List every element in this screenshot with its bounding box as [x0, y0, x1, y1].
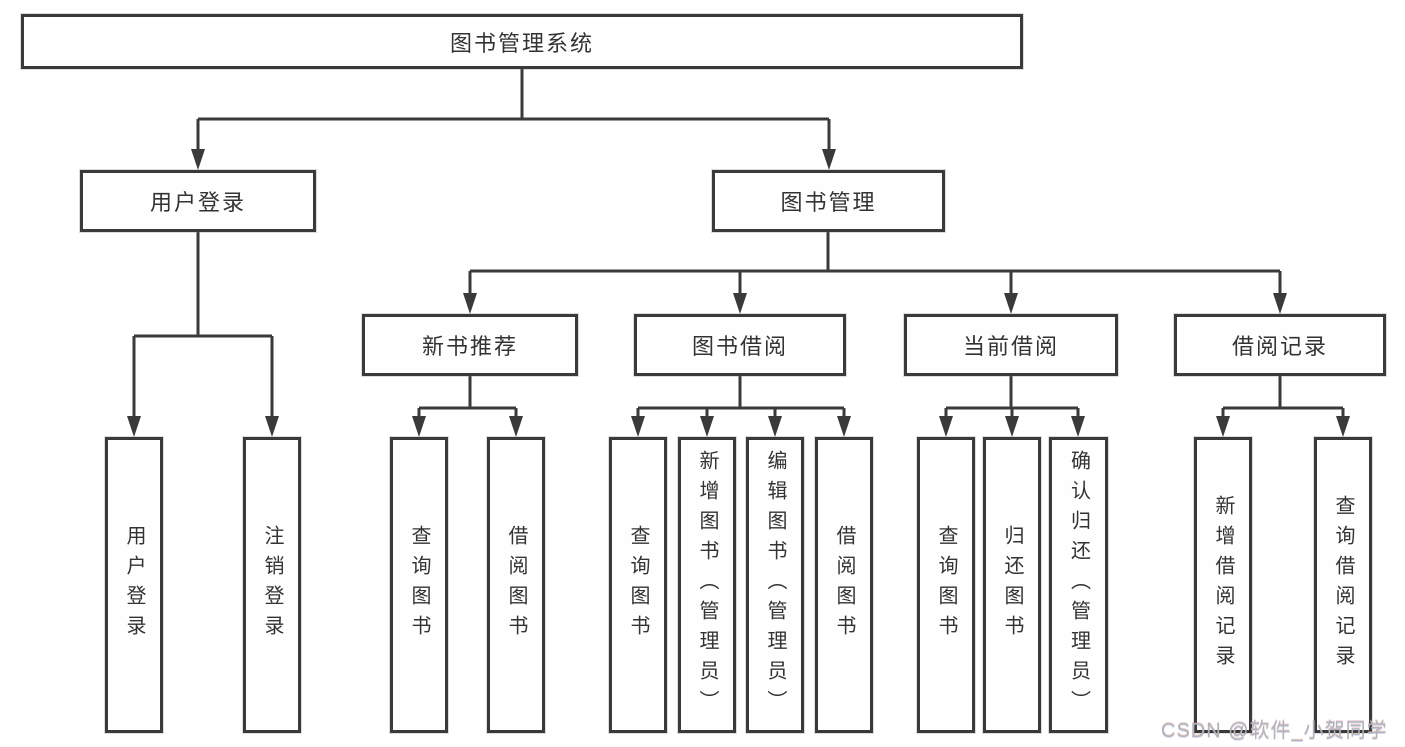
- leaf-label: 归还图书: [1001, 525, 1023, 645]
- node-book-management: 图书管理: [712, 170, 945, 232]
- leaf-label: 确认归还（管理员）: [1067, 450, 1090, 720]
- leaf-borrow-books: 借阅图书: [487, 437, 545, 733]
- leaf-return-books: 归还图书: [983, 437, 1041, 733]
- leaf-label: 新增借阅记录: [1212, 495, 1234, 675]
- node-user-login: 用户登录: [80, 170, 316, 232]
- leaf-borrow-books: 借阅图书: [815, 437, 873, 733]
- leaf-query-books: 查询图书: [917, 437, 975, 733]
- leaf-query-books: 查询图书: [390, 437, 448, 733]
- watermark: CSDN @软件_小贺同学: [1161, 720, 1388, 742]
- leaf-label: 查询借阅记录: [1332, 495, 1354, 675]
- node-book-borrowing: 图书借阅: [634, 314, 846, 376]
- node-new-book-recommendation: 新书推荐: [362, 314, 578, 376]
- leaf-add-book-admin: 新增图书（管理员）: [678, 437, 736, 733]
- leaf-query-books: 查询图书: [609, 437, 667, 733]
- leaf-label: 查询图书: [627, 525, 649, 645]
- leaf-logout: 注销登录: [243, 437, 301, 733]
- leaf-label: 借阅图书: [833, 525, 855, 645]
- node-borrowing-records: 借阅记录: [1174, 314, 1386, 376]
- leaf-confirm-return-admin: 确认归还（管理员）: [1049, 437, 1108, 733]
- leaf-label: 新增图书（管理员）: [696, 450, 718, 720]
- leaf-label: 注销登录: [261, 525, 283, 645]
- leaf-label: 编辑图书（管理员）: [764, 450, 786, 720]
- leaf-edit-book-admin: 编辑图书（管理员）: [746, 437, 804, 733]
- leaf-label: 查询图书: [935, 525, 957, 645]
- leaf-query-borrow-record: 查询借阅记录: [1314, 437, 1372, 733]
- leaf-add-borrow-record: 新增借阅记录: [1194, 437, 1252, 733]
- node-current-borrowing: 当前借阅: [904, 314, 1118, 376]
- node-root: 图书管理系统: [21, 14, 1023, 69]
- leaf-label: 用户登录: [123, 525, 145, 645]
- leaf-label: 查询图书: [408, 525, 430, 645]
- leaf-user-login: 用户登录: [105, 437, 163, 733]
- leaf-label: 借阅图书: [505, 525, 527, 645]
